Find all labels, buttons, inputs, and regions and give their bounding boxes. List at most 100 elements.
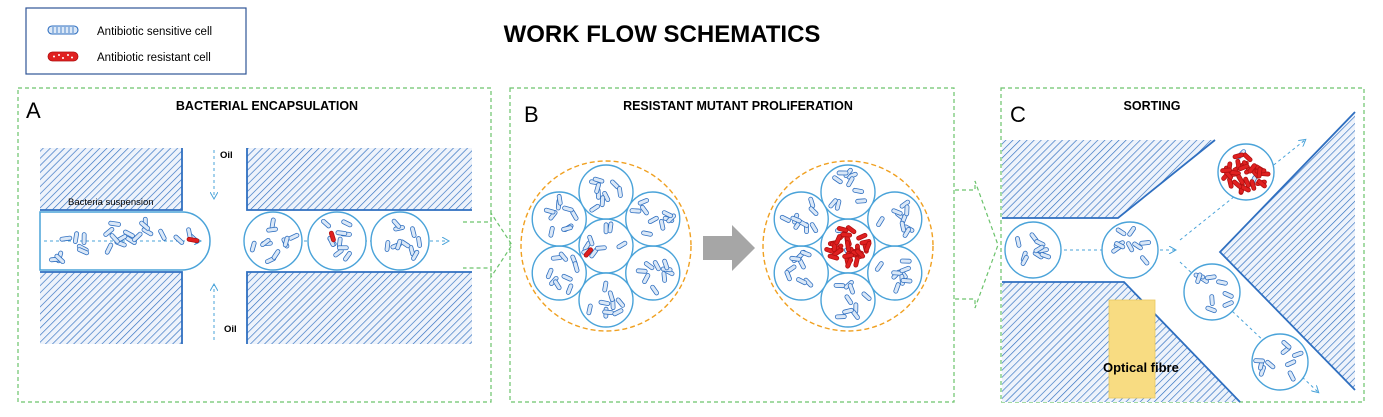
sensitive-cell (899, 258, 912, 264)
panel-c-letter: C (1010, 102, 1026, 127)
sensitive-cell (617, 186, 623, 198)
sensitive-cell (876, 216, 885, 227)
resistant-cell (834, 234, 842, 246)
sensitive-cell (103, 227, 115, 237)
sensitive-cell (595, 245, 607, 251)
panel-a-frame (17, 87, 492, 403)
sensitive-cell (796, 277, 808, 286)
sorter-wall-top (1002, 140, 1215, 218)
sensitive-cell (59, 235, 73, 242)
legend-sensitive-swatch (47, 25, 79, 35)
sensitive-cell (548, 225, 555, 238)
resistant-cell (842, 252, 854, 259)
sensitive-cell (1216, 279, 1228, 286)
sensitive-cell (109, 233, 120, 244)
droplet (1251, 333, 1309, 391)
sensitive-cell (592, 176, 605, 184)
resistant-cell (1220, 167, 1232, 174)
cluster-outline (520, 160, 692, 332)
sensitive-cell (900, 278, 913, 284)
resistant-cell (845, 257, 853, 269)
sensitive-cell (543, 207, 556, 215)
wall-bottom-right (247, 272, 472, 344)
legend-resistant-label: Antibiotic resistant cell (97, 52, 211, 64)
sensitive-cell (834, 314, 847, 320)
wall-top-right (247, 148, 472, 210)
droplet (867, 191, 923, 247)
sorter-wall-right (1220, 112, 1355, 390)
sensitive-cell (76, 247, 90, 256)
droplet (625, 245, 681, 301)
sensitive-cell (1204, 274, 1217, 281)
sensitive-cell (416, 236, 423, 248)
sensitive-cell (384, 240, 391, 252)
sensitive-cell (834, 199, 842, 211)
sensitive-cell (861, 291, 872, 301)
chevron-a-to-b (463, 210, 513, 280)
droplet (531, 191, 587, 247)
resistant-cell (1243, 176, 1251, 188)
droplet (578, 218, 634, 274)
sensitive-cell (844, 294, 854, 306)
sensitive-cell (803, 277, 814, 288)
sensitive-cell (662, 258, 670, 271)
sensitive-cell (828, 198, 838, 209)
sensitive-cell (1115, 227, 1127, 237)
sensitive-cell (615, 297, 626, 308)
resistant-cell (186, 236, 200, 244)
encapsulated-droplets (243, 211, 430, 271)
sensitive-cell (343, 251, 352, 262)
resistant-cell (583, 247, 594, 258)
resistant-cell (1232, 152, 1245, 160)
sensitive-cell (639, 204, 649, 216)
sensitive-cell (661, 210, 673, 219)
sensitive-cell (553, 279, 562, 291)
sensitive-cell (139, 220, 151, 231)
resistant-cell (1249, 179, 1257, 191)
sensitive-cell (643, 261, 655, 271)
sensitive-cell (1209, 294, 1215, 306)
channel-walls (40, 148, 472, 344)
sensitive-cell (832, 175, 843, 185)
sorter-channel-walls (1002, 111, 1356, 403)
sensitive-cell (852, 187, 865, 194)
sensitive-cell (607, 290, 615, 302)
sensitive-cell (809, 222, 819, 234)
sensitive-cell (635, 268, 648, 274)
sorted-droplets (1004, 143, 1309, 391)
chevron-b-to-c (955, 180, 999, 309)
sensitive-cell (842, 307, 854, 315)
sensitive-cell (1127, 226, 1136, 237)
droplet (307, 211, 367, 271)
sensitive-cell (612, 308, 624, 317)
sensitive-cell (336, 245, 349, 251)
panel-a-title: BACTERIAL ENCAPSULATION (176, 99, 358, 113)
oil-label-top: Oil (220, 150, 233, 161)
sensitive-cell (410, 226, 417, 238)
sensitive-cell (637, 198, 650, 206)
sensitive-cell (1015, 236, 1022, 248)
sensitive-cell (586, 303, 593, 316)
sensitive-cell (341, 219, 353, 228)
sensitive-cell (899, 265, 911, 274)
droplet-cluster-before (520, 160, 692, 332)
suspension-cells (49, 216, 200, 265)
sensitive-cell (562, 205, 574, 213)
sensitive-cell (1132, 241, 1143, 251)
sensitive-cell (784, 269, 792, 282)
panel-c-title: SORTING (1124, 99, 1181, 113)
sensitive-cell (545, 267, 554, 280)
wall-bottom-left (40, 272, 182, 344)
droplet (1217, 143, 1275, 201)
droplet (1183, 263, 1241, 321)
cluster-outline (762, 160, 934, 332)
sensitive-cell (556, 193, 563, 206)
panel-b: B RESISTANT MUTANT PROLIFERATION (520, 99, 934, 332)
droplet (1101, 221, 1159, 279)
resistant-cell (855, 248, 866, 259)
legend-sensitive-label: Antibiotic sensitive cell (97, 26, 212, 38)
sensitive-cell (1292, 350, 1304, 358)
sensitive-cell (652, 260, 661, 272)
sensitive-cell (173, 234, 185, 245)
sensitive-cell (893, 282, 901, 294)
